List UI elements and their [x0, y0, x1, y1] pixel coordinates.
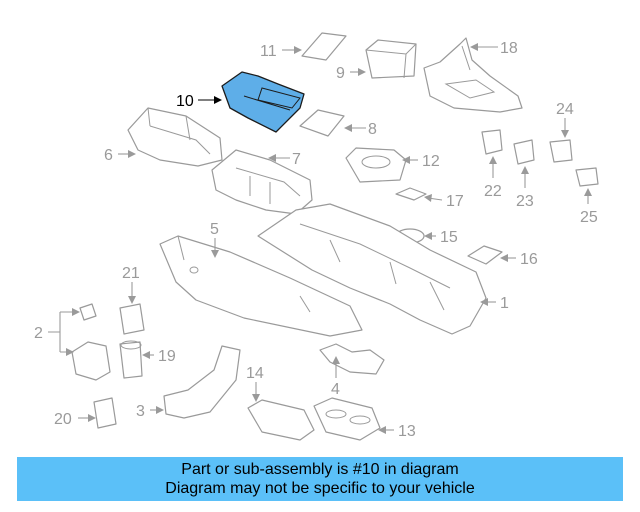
callout-23[interactable]: 23 [516, 193, 534, 210]
part-1[interactable] [257, 203, 487, 335]
arrow-14 [252, 394, 260, 402]
callout-24[interactable]: 24 [556, 101, 574, 118]
arrow-2a [72, 308, 80, 316]
arrow-24 [561, 130, 569, 138]
part-10-highlighted[interactable] [221, 71, 305, 133]
callout-12[interactable]: 12 [422, 153, 440, 170]
arrow-18 [470, 43, 478, 51]
callout-1[interactable]: 1 [500, 295, 509, 312]
part-6[interactable] [127, 107, 223, 167]
part-19[interactable] [119, 340, 143, 379]
callout-6[interactable]: 6 [104, 147, 113, 164]
callout-4[interactable]: 4 [331, 381, 340, 398]
callout-25[interactable]: 25 [580, 209, 598, 226]
part-14[interactable] [247, 399, 315, 441]
part-25[interactable] [575, 167, 599, 187]
part-22[interactable] [481, 129, 503, 155]
arrow-4 [332, 356, 340, 364]
callout-9[interactable]: 9 [336, 65, 345, 82]
arrow-5 [211, 250, 219, 258]
callout-3[interactable]: 3 [136, 403, 145, 420]
callout-18[interactable]: 18 [500, 40, 518, 57]
part-7[interactable] [211, 149, 313, 215]
arrow-7 [268, 154, 276, 162]
part-18[interactable] [423, 37, 523, 113]
arrow-20 [88, 414, 96, 422]
arrow-12 [402, 156, 410, 164]
arrow-3 [156, 406, 164, 414]
arrow-22 [489, 156, 497, 164]
part-24[interactable] [549, 139, 573, 163]
arrow-9 [358, 68, 366, 76]
info-banner: Part or sub-assembly is #10 in diagram D… [17, 457, 623, 501]
callout-19[interactable]: 19 [158, 348, 176, 365]
arrow-10 [214, 96, 222, 104]
part-16[interactable] [467, 245, 503, 265]
part-17[interactable] [395, 187, 427, 201]
part-21[interactable] [119, 303, 145, 335]
callout-15[interactable]: 15 [440, 229, 458, 246]
part-4[interactable] [319, 343, 385, 375]
callout-7[interactable]: 7 [292, 151, 301, 168]
arrow-8 [344, 124, 352, 132]
callout-8[interactable]: 8 [368, 121, 377, 138]
part-9[interactable] [365, 39, 417, 79]
arrow-11 [294, 46, 302, 54]
callout-11[interactable]: 11 [260, 43, 277, 60]
arrow-15 [424, 232, 432, 240]
arrow-19 [142, 351, 150, 359]
arrow-25 [584, 188, 592, 196]
arrow-23 [521, 166, 529, 174]
part-12[interactable] [345, 147, 407, 183]
callout-5[interactable]: 5 [210, 221, 219, 238]
leader-2 [48, 311, 76, 353]
arrow-17 [424, 194, 432, 202]
part-23[interactable] [513, 139, 535, 165]
callout-14[interactable]: 14 [246, 365, 264, 382]
part-5[interactable] [159, 235, 363, 337]
callout-10[interactable]: 10 [176, 93, 194, 110]
arrow-16 [500, 254, 508, 262]
callout-13[interactable]: 13 [398, 423, 416, 440]
exploded-parts-diagram: 11 9 18 10 8 6 7 12 17 22 23 24 25 15 16… [34, 32, 599, 441]
part-2[interactable] [71, 303, 111, 381]
callout-20[interactable]: 20 [54, 411, 72, 428]
part-20[interactable] [93, 397, 117, 429]
arrow-21 [128, 296, 136, 304]
callout-16[interactable]: 16 [520, 251, 538, 268]
callout-22[interactable]: 22 [484, 183, 502, 200]
callout-2[interactable]: 2 [34, 325, 43, 342]
part-11[interactable] [301, 32, 347, 61]
banner-line-disclaimer: Diagram may not be specific to your vehi… [165, 480, 475, 497]
callout-17[interactable]: 17 [446, 193, 464, 210]
arrow-6 [128, 150, 136, 158]
arrow-1 [480, 298, 488, 306]
banner-line-part-info: Part or sub-assembly is #10 in diagram [181, 461, 459, 478]
callout-21[interactable]: 21 [122, 265, 140, 282]
part-13[interactable] [313, 397, 381, 441]
part-8[interactable] [299, 109, 345, 137]
arrow-13 [378, 426, 386, 434]
part-3[interactable] [163, 345, 241, 419]
arrow-2b [66, 348, 74, 356]
